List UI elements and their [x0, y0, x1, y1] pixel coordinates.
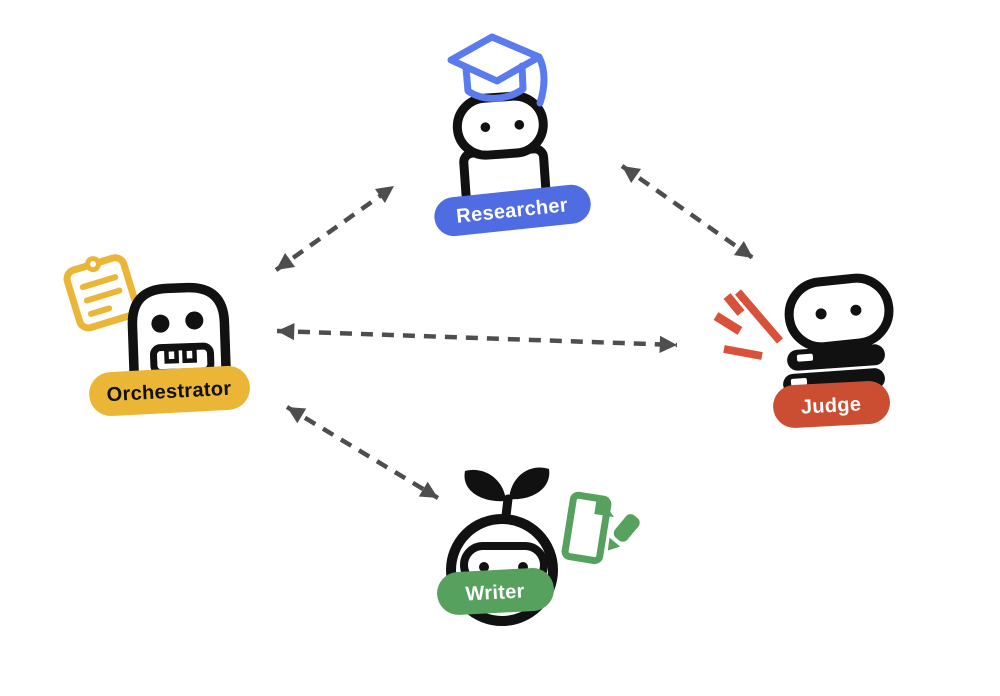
document-fold-corner: [594, 494, 615, 518]
sprout-leaf-left: [464, 469, 506, 502]
writer-badge: Writer: [437, 568, 554, 615]
judge-robot-head: [784, 273, 894, 352]
judge-book-top: [787, 344, 885, 371]
connection-researcher-judge: [620, 164, 755, 260]
judge-node: Judge: [713, 273, 894, 428]
researcher-badge-pill: [434, 184, 591, 237]
researcher-badge: Researcher: [434, 184, 591, 237]
writer-badge-pill: [437, 568, 554, 615]
judge-book-top-notch: [796, 353, 814, 362]
judge-eye-left: [815, 308, 827, 320]
connection-orchestrator-writer: [285, 405, 440, 500]
researcher-robot: [452, 91, 551, 208]
clipboard-icon: [63, 254, 141, 332]
orchestrator-eye-right: [185, 311, 204, 330]
researcher-node: Researcher: [434, 33, 591, 237]
orchestrator-eye-left: [151, 314, 170, 333]
pencil-icon: [607, 514, 640, 551]
judge-robot: [784, 273, 894, 352]
judge-eye-right: [850, 304, 862, 316]
orchestrator-tooth-right: [181, 346, 198, 364]
researcher-eye-right: [514, 120, 525, 130]
judge-badge-pill: [773, 381, 890, 428]
judge-badge: Judge: [773, 381, 890, 428]
graduation-cap-icon: [447, 33, 548, 107]
judge-book-bottom-notch: [790, 378, 808, 386]
connection-orchestrator-researcher: [274, 184, 396, 272]
orchestrator-badge-pill: [89, 365, 250, 417]
writer-eye-left: [479, 562, 489, 572]
connections: [274, 164, 755, 500]
sprout-leaf-right: [509, 467, 550, 500]
orchestrator-node: Orchestrator: [63, 254, 250, 417]
judge-label: Judge: [800, 393, 861, 418]
researcher-robot-head: [452, 91, 548, 160]
document-pencil-icon: [561, 491, 640, 565]
connection-orchestrator-judge: [276, 322, 678, 354]
orchestrator-badge: Orchestrator: [89, 365, 250, 417]
orchestrator-tooth-left: [163, 346, 180, 364]
writer-node: Writer: [437, 467, 640, 626]
researcher-eye-left: [480, 122, 491, 132]
emphasis-marks-icon: [713, 289, 784, 360]
writer-label: Writer: [465, 580, 525, 605]
